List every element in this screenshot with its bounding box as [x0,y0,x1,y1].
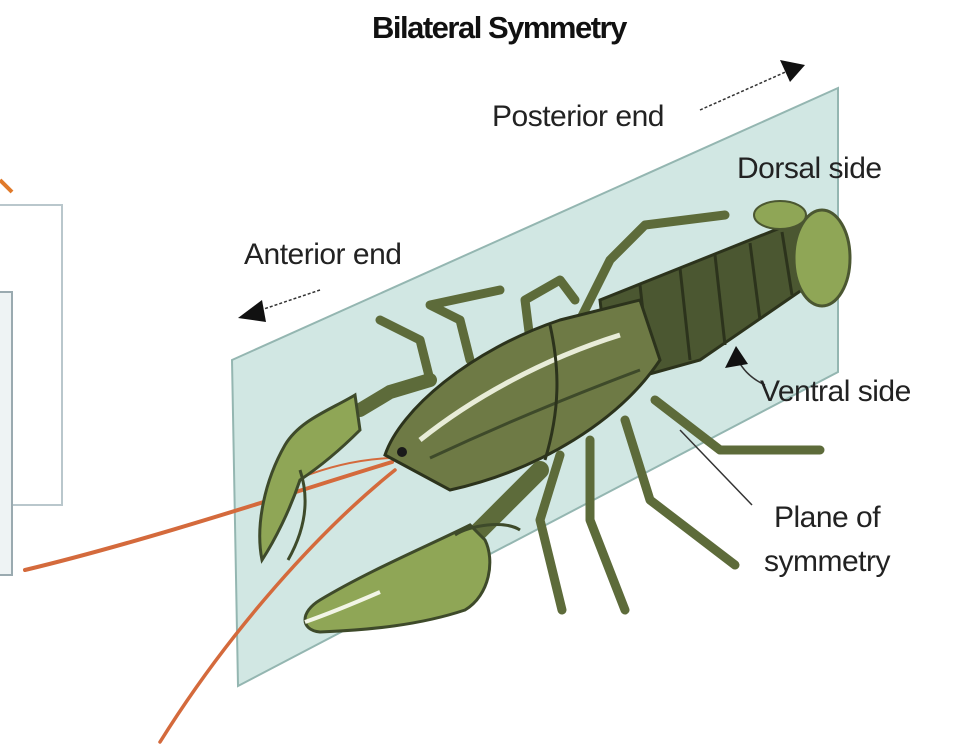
diagram-title: Bilateral Symmetry [372,10,626,46]
arrow-anterior-icon [238,300,266,322]
label-anterior-end: Anterior end [244,238,401,272]
label-dorsal-side: Dorsal side [737,152,882,186]
cropped-neighbor-figure [0,180,62,575]
label-plane-line1: Plane of [764,496,890,540]
label-plane-line2: symmetry [764,540,890,584]
label-posterior-end: Posterior end [492,100,664,134]
label-plane-of-symmetry: Plane of symmetry [764,496,890,584]
label-ventral-side: Ventral side [760,375,911,409]
arrow-posterior-icon [780,60,805,82]
